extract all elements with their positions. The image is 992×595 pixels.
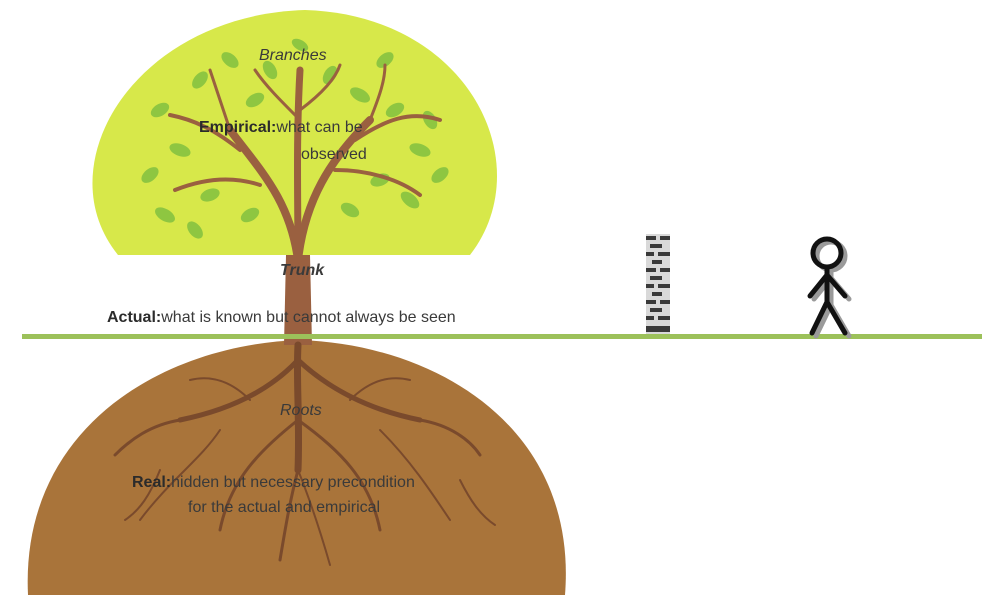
empirical-desc-line2: observed — [301, 146, 367, 163]
tree — [168, 63, 442, 345]
real-term: Real: — [132, 474, 172, 491]
roots — [113, 341, 496, 566]
actual-term: Actual: — [107, 309, 162, 326]
brick-wall-icon — [646, 234, 670, 334]
empirical-desc-line1: what can be — [276, 119, 363, 136]
trunk-shape — [284, 255, 312, 345]
stick-figure-icon — [807, 236, 852, 339]
empirical-text: Empirical:what can be — [199, 119, 363, 137]
branches-label: Branches — [259, 47, 327, 64]
ground-line — [22, 334, 982, 339]
trunk-label: Trunk — [280, 262, 324, 280]
leaves — [141, 38, 449, 239]
real-desc-line2: for the actual and empirical — [188, 499, 381, 516]
actual-desc: what is known but cannot always be seen — [161, 309, 456, 326]
trunk-text: Trunk — [280, 262, 325, 279]
real-desc-line1: hidden but necessary precondition — [171, 474, 415, 491]
empirical-term: Empirical: — [199, 119, 277, 136]
real-text: Real:hidden but necessary precondition — [132, 474, 415, 492]
actual-text: Actual:what is known but cannot always b… — [107, 309, 456, 327]
roots-label: Roots — [280, 402, 322, 419]
